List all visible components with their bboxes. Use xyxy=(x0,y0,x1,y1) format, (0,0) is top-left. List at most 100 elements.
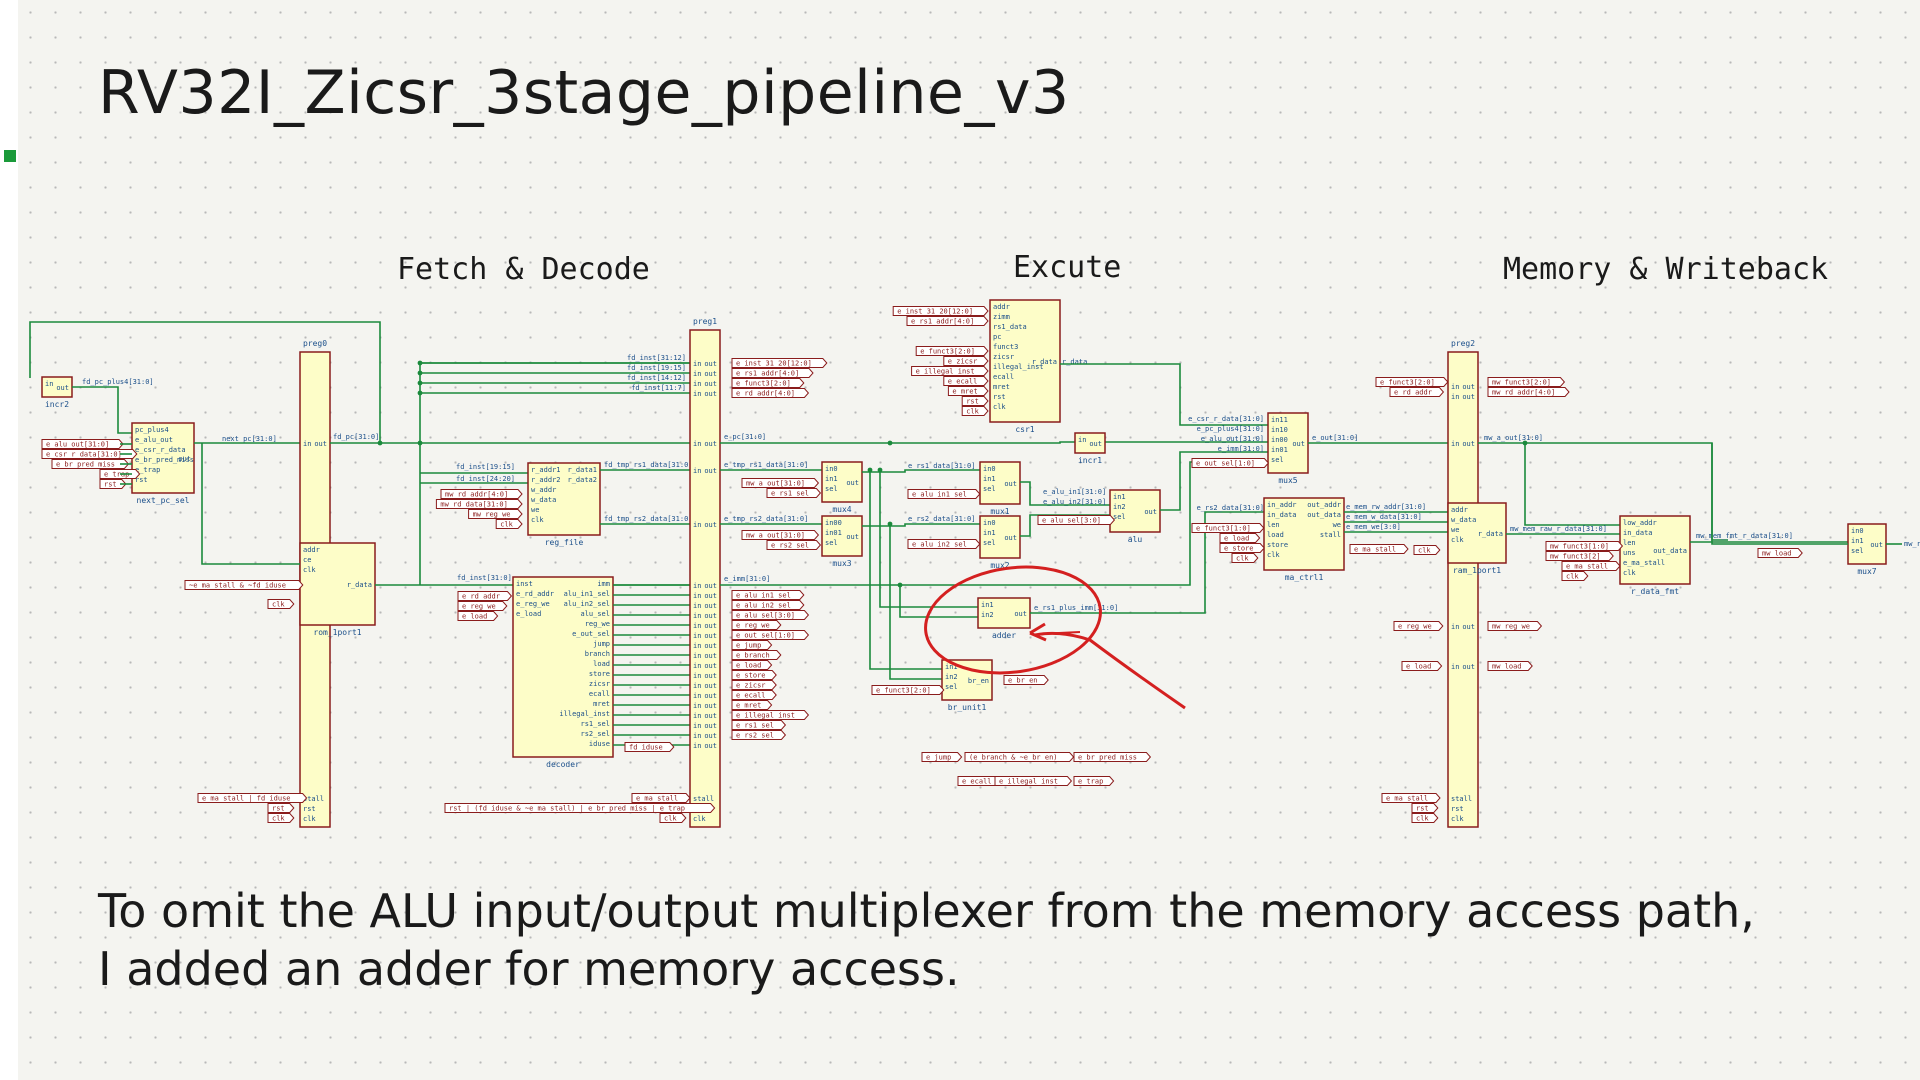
caption-line-2: I added an adder for memory access. xyxy=(98,942,960,996)
hierarchical-label-text: clk xyxy=(1236,555,1249,563)
preg-in-pin: in xyxy=(303,440,311,448)
hierarchical-label xyxy=(1191,523,1265,533)
hierarchical-label-text: rst xyxy=(966,398,979,406)
hierarchical-label-text: e_ma_stall xyxy=(1354,546,1396,554)
wire xyxy=(201,443,300,565)
pin-next_pc_sel-in: pc_plus4 xyxy=(135,426,169,434)
hierarchical-label-text: e_funct3[2:0] xyxy=(1380,379,1435,387)
pin-mux5-in: in11 xyxy=(1271,416,1288,424)
net-label: mw_mem_raw_r_data[31:0] xyxy=(1510,525,1607,533)
hierarchical-label xyxy=(1219,533,1261,543)
hierarchical-label xyxy=(921,752,963,762)
hierarchical-label-text: e_load xyxy=(1224,535,1249,543)
hierarchical-label xyxy=(1487,621,1543,631)
hierarchical-label-text: fd_iduse xyxy=(629,744,663,752)
hierarchical-label-text: ~e_ma_stall & ~fd_iduse xyxy=(189,582,286,590)
pin-decoder-out: jump xyxy=(593,640,610,648)
preg-out-pin: out xyxy=(704,612,717,620)
hierarchical-label-text: mw_funct3[2] xyxy=(1550,553,1601,561)
hierarchical-label xyxy=(51,459,130,469)
annotation-arrow xyxy=(1034,631,1186,710)
hierarchical-label-text: e_rs2_sel xyxy=(771,542,809,550)
block-name-rom_1port1: rom_1port1 xyxy=(313,628,361,637)
pin-ma_ctrl1-out: out_addr xyxy=(1307,501,1341,509)
hierarchical-label xyxy=(1487,387,1570,397)
pin-r_data_fmt-in: in_data xyxy=(1623,529,1653,537)
preg-out-pin: out xyxy=(704,712,717,720)
hierarchical-label-text: mw_rd_addr[4:0] xyxy=(1492,389,1555,397)
pin-mux7-in: sel xyxy=(1851,547,1864,555)
hierarchical-label xyxy=(871,685,945,695)
preg-out-pin: out xyxy=(1462,383,1475,391)
pin-adder-in: in1 xyxy=(981,601,994,609)
hierarchical-label-text: e_ma_stall xyxy=(1386,795,1428,803)
caption: To omit the ALU input/output multiplexer… xyxy=(98,882,1755,998)
hierarchical-label xyxy=(731,650,782,660)
hierarchical-label-text: e_ma_stall xyxy=(1566,563,1608,571)
hierarchical-label xyxy=(440,489,523,499)
hierarchical-label-text: clk xyxy=(966,408,979,416)
hierarchical-label xyxy=(911,366,989,376)
hierarchical-label xyxy=(197,793,308,803)
hierarchical-label xyxy=(741,530,820,540)
hierarchical-label xyxy=(1375,377,1449,387)
pin-mux1-out: out xyxy=(1004,480,1017,488)
preg-out-pin: out xyxy=(704,380,717,388)
hierarchical-label xyxy=(1413,545,1441,555)
pin-decoder-out: illegal_inst xyxy=(559,710,610,718)
hierarchical-label-text: (e_branch & ~e_br_en) xyxy=(969,754,1058,762)
hierarchical-label xyxy=(468,509,523,519)
block-ram_1port1 xyxy=(1447,502,1507,564)
hierarchical-label-text: e_ma_stall xyxy=(636,795,678,803)
preg-out-pin: out xyxy=(704,702,717,710)
preg-rst-pin: rst xyxy=(303,805,316,813)
pin-decoder-out: alu_sel xyxy=(580,610,610,618)
preg-in-pin: in xyxy=(693,521,701,529)
pin-decoder-out: store xyxy=(589,670,610,678)
hierarchical-label xyxy=(1381,793,1441,803)
pin-decoder-out: rs2_sel xyxy=(580,730,610,738)
hierarchical-label xyxy=(915,346,989,356)
hierarchical-label-text: e_load xyxy=(736,662,761,670)
net-label: e_out[31:0] xyxy=(1312,434,1358,442)
hierarchical-label xyxy=(1389,387,1445,397)
net-label: e_pc[31:0] xyxy=(724,433,766,441)
hierarchical-label xyxy=(907,489,981,499)
pin-next_pc_sel-in: rst xyxy=(135,476,148,484)
block-mux1 xyxy=(979,461,1021,505)
hierarchical-label-text: e_illegal_inst xyxy=(916,368,975,376)
preg-in-pin: in xyxy=(1451,383,1459,391)
hierarchical-label xyxy=(731,660,773,670)
pin-reg_file-in: r_addr1 xyxy=(531,466,561,474)
hierarchical-label-text: e_trap xyxy=(1078,778,1103,786)
pin-br_unit1-in: in1 xyxy=(945,663,958,671)
block-name-ma_ctrl1: ma_ctrl1 xyxy=(1285,573,1324,582)
wire-junction xyxy=(417,370,423,376)
wire xyxy=(1160,451,1268,511)
net-label: e_alu_in2[31:0] xyxy=(1043,498,1106,506)
stage-label-fetch-decode: Fetch & Decode xyxy=(397,252,650,287)
pin-ram_1port1-in: addr xyxy=(1451,506,1468,514)
hierarchical-label-text: e_illegal_inst xyxy=(736,712,795,720)
block-mux2 xyxy=(979,515,1021,559)
preg-out-pin: out xyxy=(704,652,717,660)
net-label: e_alu_in1[31:0] xyxy=(1043,488,1106,496)
wire xyxy=(1060,363,1268,426)
preg-stall-pin: stall xyxy=(303,795,324,803)
hierarchical-label xyxy=(731,710,810,720)
net-label: fd_inst[31:0] xyxy=(457,574,512,582)
hierarchical-label xyxy=(961,396,989,406)
hierarchical-label xyxy=(1191,458,1270,468)
wire xyxy=(72,386,132,434)
pin-mux7-in: in0 xyxy=(1851,527,1864,535)
hierarchical-label xyxy=(1349,544,1409,554)
hierarchical-label xyxy=(731,590,805,600)
hierarchical-label xyxy=(964,752,1075,762)
net-label: fd_pc_plus4[31:0] xyxy=(82,378,154,386)
wire-junction xyxy=(377,440,383,446)
block-name-decoder: decoder xyxy=(546,760,580,769)
hierarchical-label-text: e_inst_31_20[12:0] xyxy=(897,308,973,316)
hierarchical-label xyxy=(731,690,777,700)
hierarchical-label-text: mw_a_out[31:0] xyxy=(746,532,805,540)
